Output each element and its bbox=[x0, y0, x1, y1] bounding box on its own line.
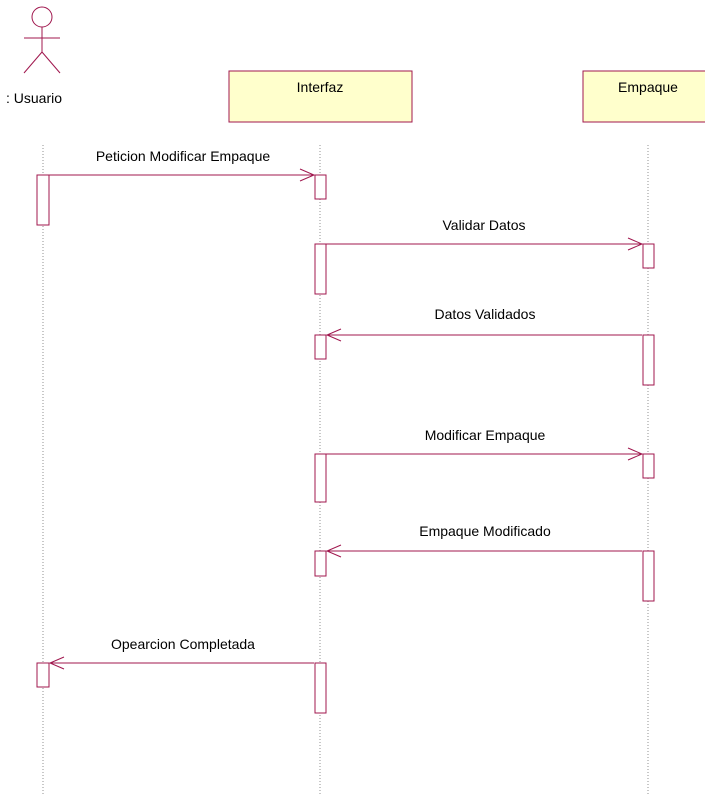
message-peticion-modificar-empaque: Peticion Modificar Empaque bbox=[49, 148, 316, 182]
activation-bar bbox=[314, 550, 327, 577]
actor-left-leg bbox=[23, 51, 43, 74]
activation-bar bbox=[314, 662, 327, 714]
object-interfaz: Interfaz bbox=[228, 70, 413, 123]
activation-bar bbox=[36, 662, 50, 688]
activation-bar bbox=[314, 174, 327, 200]
message-label: Datos Validados bbox=[435, 306, 536, 322]
message-validar-datos: Validar Datos bbox=[326, 217, 644, 251]
actor-right-leg bbox=[41, 51, 61, 74]
activation-bar bbox=[642, 334, 655, 386]
activation-bar bbox=[314, 334, 327, 360]
arrowhead-icon bbox=[325, 328, 342, 342]
arrowhead-icon bbox=[299, 168, 316, 182]
arrowhead-icon bbox=[627, 447, 644, 461]
actor-usuario: : Usuario bbox=[6, 6, 62, 106]
object-box bbox=[582, 70, 705, 123]
message-datos-validados: Datos Validados bbox=[325, 306, 642, 342]
message-label: Peticion Modificar Empaque bbox=[96, 148, 271, 164]
activation-bar bbox=[314, 453, 327, 503]
message-empaque-modificado: Empaque Modificado bbox=[325, 523, 642, 558]
actor-label: : Usuario bbox=[6, 90, 62, 106]
object-label: Interfaz bbox=[297, 79, 344, 95]
actor-head bbox=[31, 6, 53, 28]
activation-bar bbox=[642, 453, 655, 479]
message-label: Modificar Empaque bbox=[425, 427, 546, 443]
object-box bbox=[228, 70, 413, 123]
message-modificar-empaque: Modificar Empaque bbox=[326, 427, 644, 461]
activation-bar bbox=[314, 243, 327, 295]
message-label: Empaque Modificado bbox=[419, 523, 551, 539]
message-label: Opearcion Completada bbox=[111, 636, 255, 652]
arrowhead-icon bbox=[627, 237, 644, 251]
message-opearcion-completada: Opearcion Completada bbox=[48, 636, 314, 670]
activation-bar bbox=[36, 174, 50, 226]
arrowhead-icon bbox=[325, 544, 342, 558]
activation-bar bbox=[642, 550, 655, 602]
object-label: Empaque bbox=[618, 79, 678, 95]
object-empaque: Empaque bbox=[582, 70, 705, 123]
activation-bar bbox=[642, 243, 655, 269]
message-label: Validar Datos bbox=[442, 217, 525, 233]
arrowhead-icon bbox=[48, 656, 65, 670]
